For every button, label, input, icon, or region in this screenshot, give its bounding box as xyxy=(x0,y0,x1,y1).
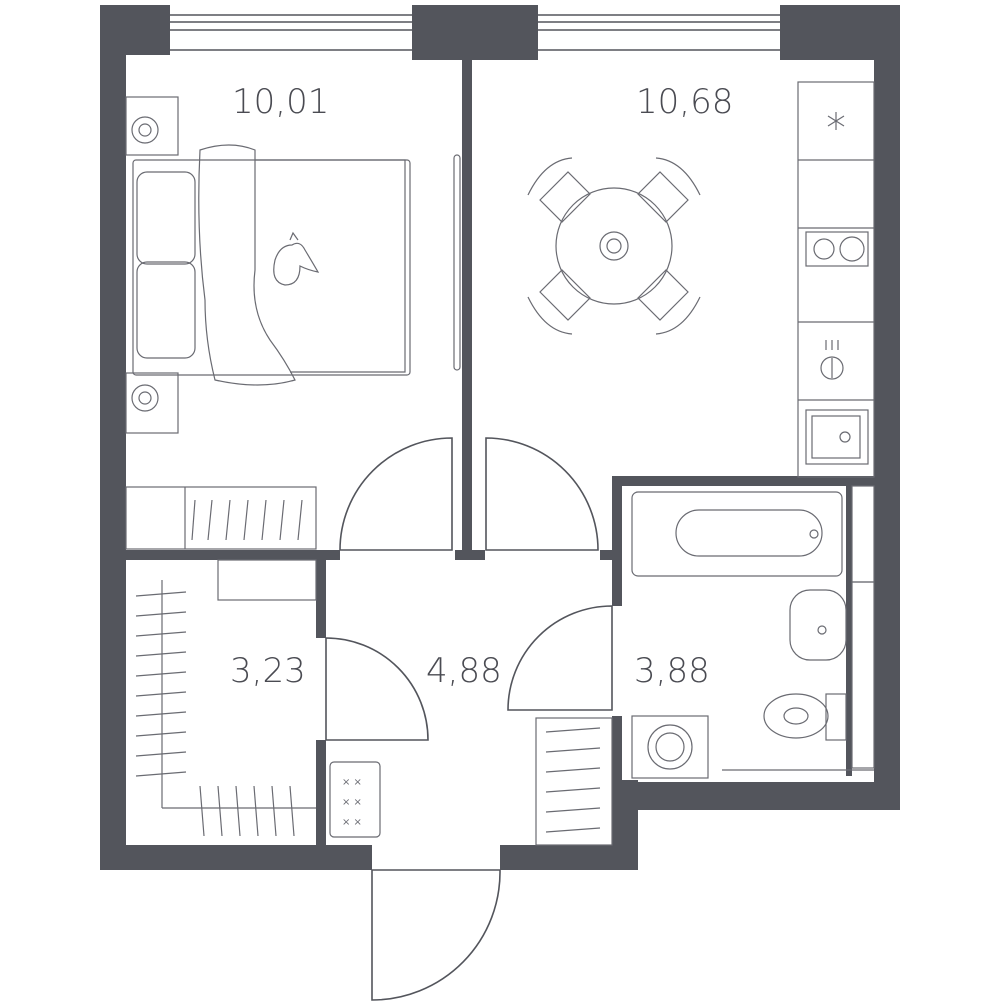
area-label-kitchen: 10,68 xyxy=(636,82,733,122)
window-bedroom xyxy=(170,14,412,51)
closet-hangers-bottom xyxy=(199,785,295,837)
nightstand-top xyxy=(125,96,179,156)
walk-in-closet xyxy=(135,559,317,837)
door-entrance xyxy=(371,869,501,1001)
closet-hangers-left xyxy=(135,591,187,777)
nightstand-bottom xyxy=(125,372,179,434)
kitchen-counter xyxy=(797,81,875,478)
svg-text:× ×: × × xyxy=(342,797,362,808)
doors xyxy=(325,437,613,1001)
area-label-bedroom: 10,01 xyxy=(232,82,329,122)
chair-bottom-left xyxy=(527,269,591,335)
bedroom-furniture xyxy=(125,96,461,550)
closet-hangers xyxy=(191,499,303,541)
heated-rail xyxy=(851,581,875,769)
door-kitchen xyxy=(485,437,599,551)
bathtub xyxy=(631,491,843,577)
svg-text:× ×: × × xyxy=(342,817,362,828)
area-label-hallway: 4,88 xyxy=(426,651,502,691)
walls xyxy=(100,5,900,870)
shoe-rack xyxy=(329,761,381,838)
svg-text:× ×: × × xyxy=(342,777,362,788)
table-centerpiece xyxy=(599,231,629,261)
dining-table xyxy=(555,187,673,305)
area-labels: 10,01 10,68 3,23 4,88 3,88 xyxy=(230,82,733,691)
bath-shelf xyxy=(851,485,875,583)
bedroom-closet xyxy=(125,486,317,550)
area-label-bathroom: 3,88 xyxy=(634,651,710,691)
window-kitchen xyxy=(538,14,780,51)
faucet-icon xyxy=(820,340,844,380)
pillow-bottom xyxy=(136,261,196,359)
stove xyxy=(805,231,869,267)
chair-top-right xyxy=(637,157,701,223)
bathroom-furniture xyxy=(631,485,875,779)
hallway-closet-hangers xyxy=(545,727,601,833)
wall-mirror xyxy=(453,154,461,371)
windows xyxy=(170,14,780,51)
shoe-rack-marks: × × × × × × xyxy=(342,777,362,828)
washbasin xyxy=(789,589,847,661)
kitchen-furniture xyxy=(527,81,875,478)
chair-bottom-right xyxy=(637,269,701,335)
hallway-furniture: × × × × × × xyxy=(329,717,613,846)
snowflake-icon xyxy=(827,112,845,130)
blanket xyxy=(198,144,296,386)
door-bedroom xyxy=(339,437,453,551)
cat-icon xyxy=(273,231,320,286)
area-label-wardrobe: 3,23 xyxy=(230,651,306,691)
chair-top-left xyxy=(527,157,591,223)
hallway-closet xyxy=(535,717,613,846)
sink xyxy=(805,409,869,465)
washing-machine xyxy=(631,715,709,779)
pillow-top xyxy=(136,171,196,265)
toilet xyxy=(763,693,847,741)
door-bathroom xyxy=(507,605,613,711)
door-wardrobe xyxy=(325,637,429,741)
